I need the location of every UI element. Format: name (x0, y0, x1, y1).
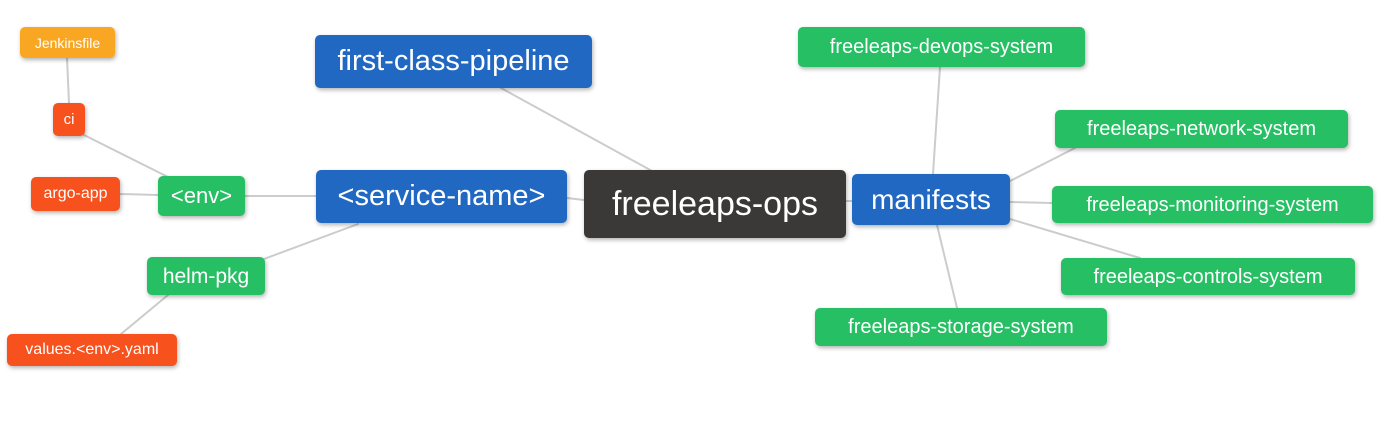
node-argo-app[interactable]: argo-app (31, 177, 120, 211)
node-jenkinsfile[interactable]: Jenkinsfile (20, 27, 115, 58)
node-ci[interactable]: ci (53, 103, 85, 136)
node-helm-pkg[interactable]: helm-pkg (147, 257, 265, 295)
edge-manifests-devops (932, 66, 941, 175)
edge-values-helm-pkg (120, 294, 169, 335)
edge-manifests-monitoring (1009, 201, 1053, 204)
node-values-env-yaml[interactable]: values.<env>.yaml (7, 334, 177, 366)
edge-helm-pkg-service-name (263, 223, 359, 260)
edge-manifests-network (1009, 147, 1076, 182)
edge-pipeline-ops (500, 87, 653, 172)
node-freeleaps-storage-system[interactable]: freeleaps-storage-system (815, 308, 1107, 346)
edge-manifests-controls (1009, 218, 1141, 259)
node-first-class-pipeline[interactable]: first-class-pipeline (315, 35, 592, 88)
node-env[interactable]: <env> (158, 176, 245, 216)
edge-argo-app-env (119, 193, 159, 196)
edge-manifests-storage (936, 224, 958, 309)
node-manifests[interactable]: manifests (852, 174, 1010, 225)
edge-jenkinsfile-ci (66, 57, 70, 104)
node-freeleaps-controls-system[interactable]: freeleaps-controls-system (1061, 258, 1355, 295)
node-freeleaps-network-system[interactable]: freeleaps-network-system (1055, 110, 1348, 148)
node-service-name[interactable]: <service-name> (316, 170, 567, 223)
node-freeleaps-devops-system[interactable]: freeleaps-devops-system (798, 27, 1085, 67)
edge-service-name-ops (566, 197, 585, 201)
node-freeleaps-monitoring-system[interactable]: freeleaps-monitoring-system (1052, 186, 1373, 223)
node-freeleaps-ops-root[interactable]: freeleaps-ops (584, 170, 846, 238)
edge-ci-env (83, 134, 169, 178)
